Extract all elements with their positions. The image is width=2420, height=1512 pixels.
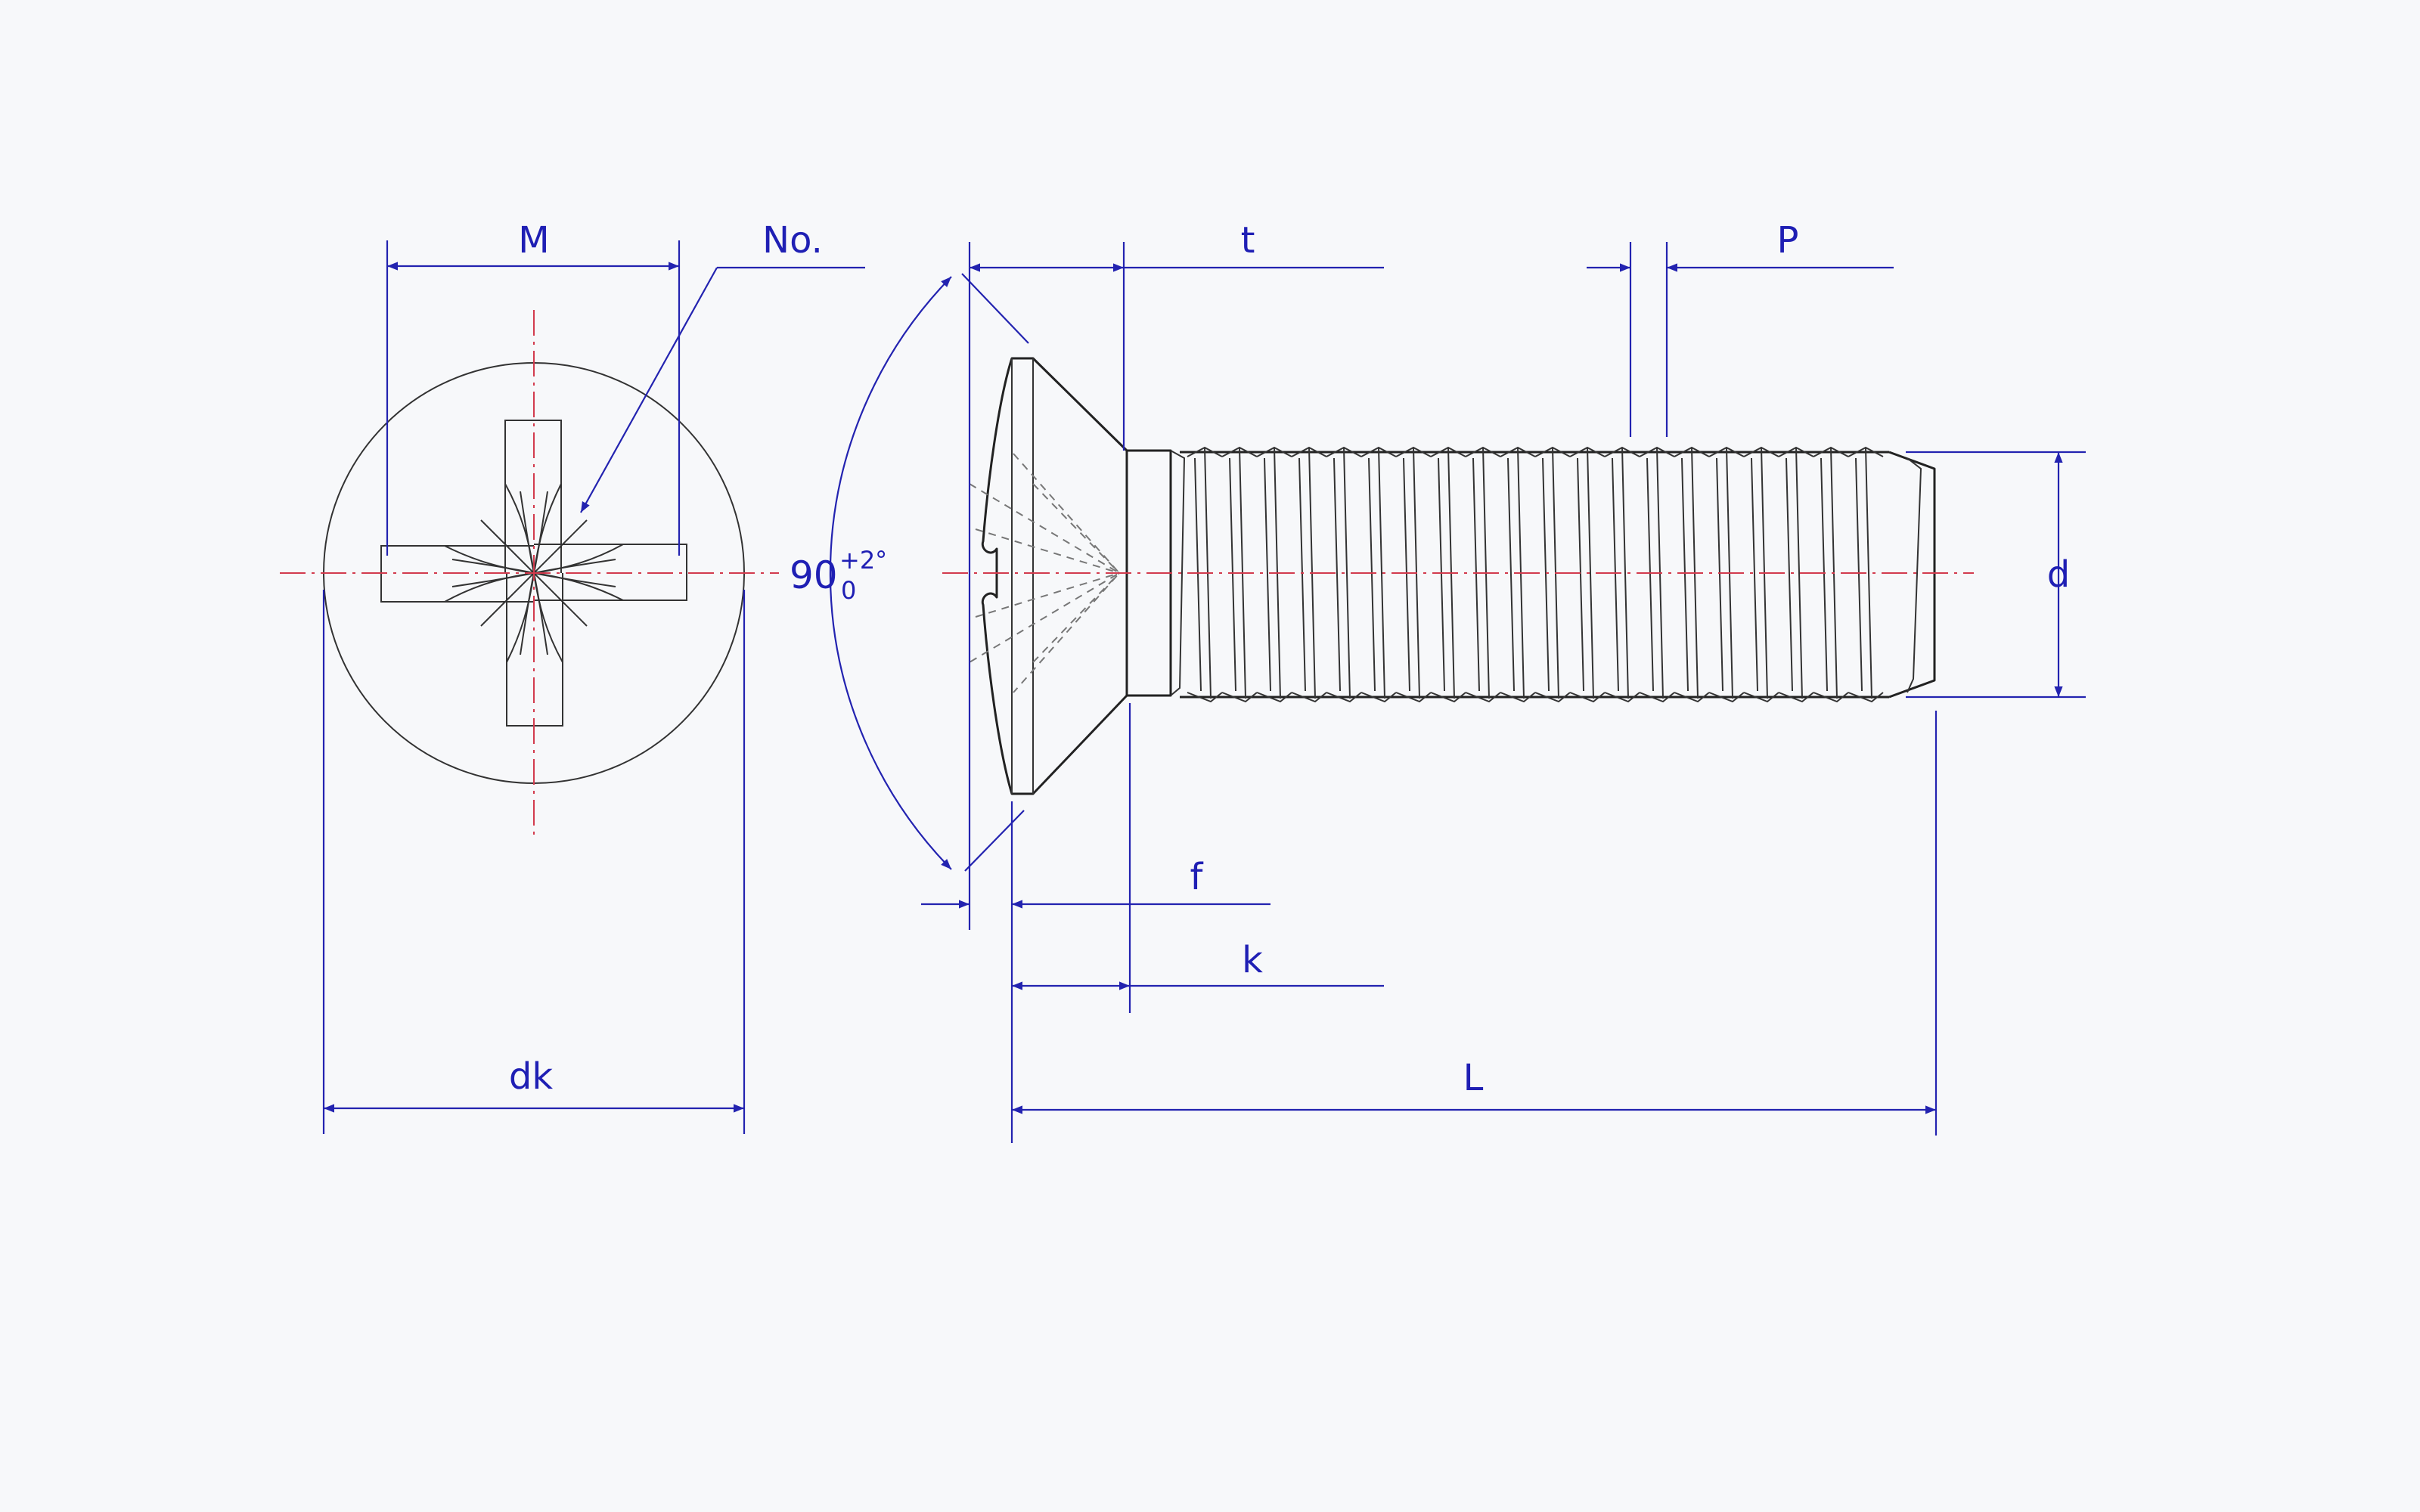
- dim-d: [1906, 451, 2086, 699]
- thread-crest: [1465, 446, 1501, 703]
- leader-No: [580, 266, 865, 513]
- label-dk: dk: [509, 1055, 553, 1098]
- label-M: M: [518, 219, 549, 262]
- label-f: f: [1190, 856, 1204, 898]
- screw-head: [969, 357, 1128, 795]
- dim-f: [921, 703, 1270, 1143]
- thread-crest: [1395, 446, 1432, 703]
- label-P: P: [1777, 219, 1799, 262]
- thread-crest: [1569, 446, 1606, 703]
- dim-M: [386, 240, 681, 556]
- thread-crest: [1639, 446, 1675, 703]
- thread-crest: [1813, 446, 1849, 703]
- label-d: d: [2047, 553, 2070, 596]
- label-angle-tol-upper: +2°: [839, 546, 887, 575]
- thread-crest: [1500, 446, 1536, 703]
- thread-crest: [1743, 446, 1779, 703]
- thread-crest: [1360, 446, 1397, 703]
- label-angle-value: 90: [790, 553, 838, 597]
- thread-crest: [1430, 446, 1466, 703]
- dim-dk: [322, 590, 746, 1134]
- label-angle-tol-lower: 0: [841, 576, 856, 605]
- label-k: k: [1242, 939, 1263, 981]
- phillips-recess: [380, 420, 687, 727]
- label-L: L: [1463, 1057, 1484, 1099]
- dim-P: [1587, 242, 1894, 437]
- thread-crest: [1534, 446, 1571, 703]
- thread-crest: [1326, 446, 1362, 703]
- thread-crest: [1291, 446, 1327, 703]
- dim-t: [968, 242, 1384, 930]
- thread-crest: [1256, 446, 1292, 703]
- dim-angle: [829, 273, 1029, 872]
- thread-crest: [1187, 446, 1223, 703]
- thread-crest: [1708, 446, 1745, 703]
- thread-crest: [1674, 446, 1710, 703]
- thread-crest: [1221, 446, 1258, 703]
- screw-threads: [1180, 446, 1936, 703]
- label-t: t: [1241, 219, 1255, 262]
- thread-crest: [1848, 446, 1884, 703]
- screw-side-view: 90 +2° 0 t P d: [790, 219, 2086, 1143]
- label-No: No.: [762, 219, 823, 262]
- head-top-view: M No. dk: [280, 219, 865, 1134]
- thread-crest: [1604, 446, 1640, 703]
- thread-crest: [1778, 446, 1814, 703]
- dim-L: [1012, 711, 1938, 1136]
